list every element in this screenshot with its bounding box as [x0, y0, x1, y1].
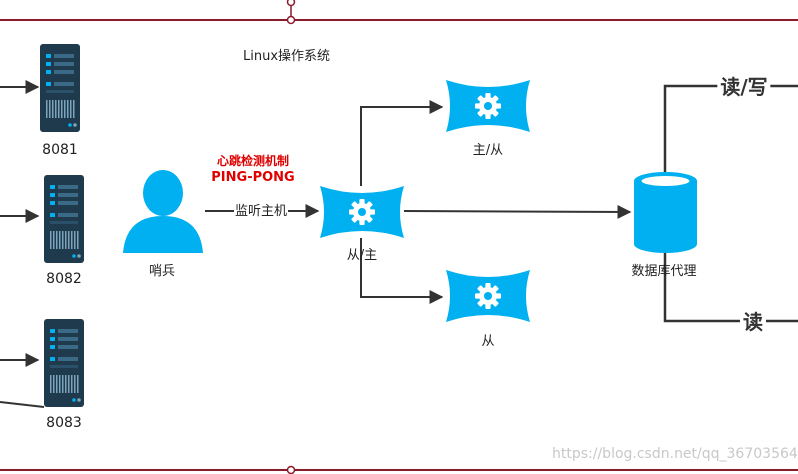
database-proxy-icon	[634, 172, 697, 253]
arrow-to-slave	[360, 238, 444, 304]
database-proxy-label: 数据库代理	[631, 264, 697, 279]
slave-node-icon	[446, 270, 530, 322]
server-8081-icon	[40, 44, 80, 132]
read-write-label: 读/写	[717, 77, 771, 97]
heartbeat-mechanism-label: 心跳检测机制	[216, 154, 290, 168]
slave-node-label: 从	[481, 334, 495, 349]
arrow-to-proxy	[403, 204, 632, 219]
master-slave-node-icon	[446, 80, 530, 132]
watermark-text: https://blog.csdn.net/qq_36703564	[552, 446, 798, 462]
os-title: Linux操作系统	[243, 49, 331, 64]
sentinel-label: 哨兵	[148, 264, 176, 279]
slave-master-node-label: 从/主	[346, 248, 378, 263]
ping-pong-label: PING-PONG	[211, 170, 295, 185]
server-8083-label: 8083	[46, 415, 82, 431]
server-8083-icon	[44, 319, 84, 407]
frame-handle-top[interactable]	[286, 15, 296, 25]
sentinel-person-icon	[123, 170, 203, 253]
read-label: 读	[740, 312, 766, 332]
arrow-to-master-slave	[360, 100, 444, 186]
client-line-extra	[0, 401, 45, 408]
server-8082-icon	[44, 175, 84, 263]
master-slave-node-label: 主/从	[472, 143, 504, 158]
frame-handle-bottom[interactable]	[286, 465, 296, 474]
slave-master-node-icon	[320, 186, 404, 238]
monitor-host-label: 监听主机	[234, 204, 289, 219]
server-8081-label: 8081	[42, 142, 78, 158]
frame-handle-top-upper[interactable]	[286, 0, 296, 7]
server-8082-label: 8082	[46, 271, 82, 287]
